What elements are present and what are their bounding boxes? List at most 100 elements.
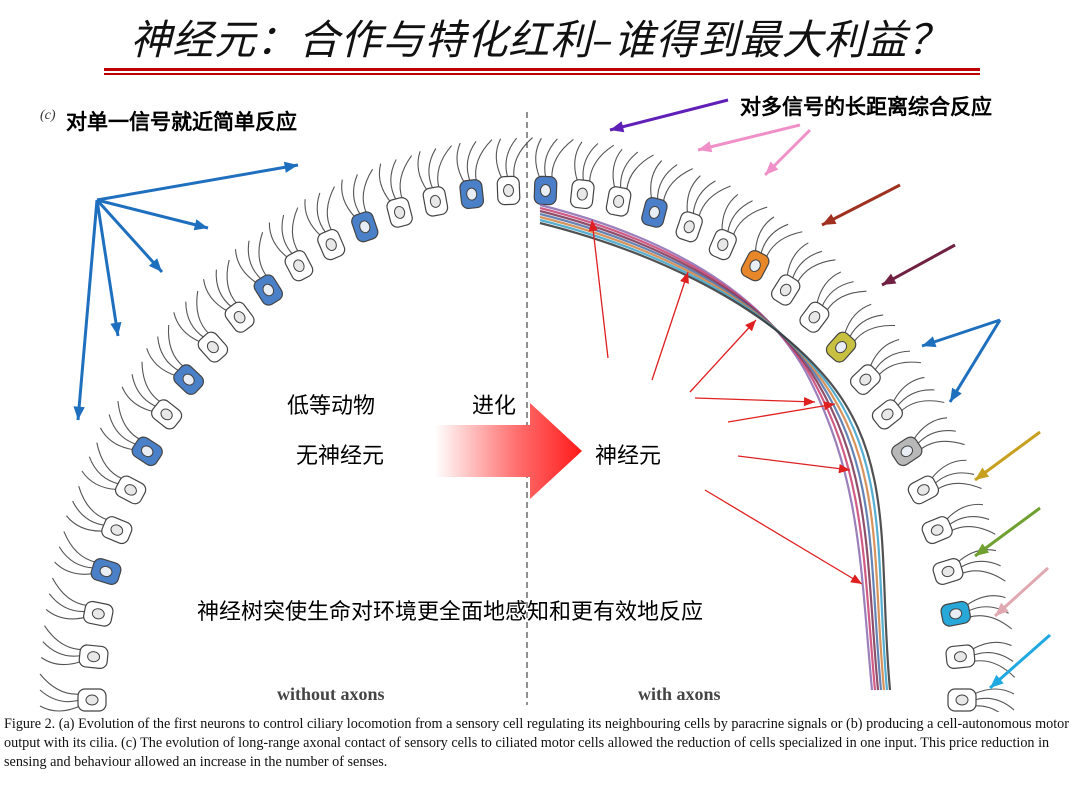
epithelial-cell [740, 216, 803, 282]
red-arrow [727, 403, 836, 423]
axon [539, 215, 886, 691]
epithelial-cell [799, 271, 867, 333]
with-axons-label: with axons [638, 684, 721, 704]
epithelial-cell [66, 486, 133, 545]
axon [539, 206, 877, 691]
blue-arrow [96, 198, 209, 230]
epithelial-cell [871, 376, 945, 430]
gold-arrow-head [975, 467, 990, 480]
epithelial-cell [921, 503, 996, 545]
epithelial-cell [907, 459, 982, 505]
axon [539, 209, 880, 691]
red-arrow-head [803, 397, 815, 407]
epithelial-cell [945, 641, 1016, 678]
axon-bundle [539, 203, 892, 691]
title-underline [104, 68, 980, 71]
epithelial-cell [708, 194, 768, 261]
epithelial-cell [940, 595, 1013, 630]
epithelial-cell [825, 303, 896, 363]
figure-caption: Figure 2. (a) Evolution of the first neu… [4, 716, 1069, 770]
brown-arrow-head [822, 213, 837, 225]
summary-label: 神经树突使生命对环境更全面地感知和更有效地反应 [197, 600, 704, 625]
epithelial-cell [533, 138, 574, 206]
evolution-label: 进化 [472, 394, 517, 419]
light-pink-arrow-head [995, 602, 1009, 616]
epithelial-cell [932, 549, 1006, 585]
epithelial-cell [39, 673, 107, 712]
title-underline-thin [104, 73, 980, 75]
cyan-arrow-head [990, 674, 1004, 688]
purple-arrow-head [610, 121, 625, 133]
epithelial-cell [121, 361, 183, 430]
red-arrow [651, 271, 689, 381]
red-arrow-head [745, 320, 756, 332]
epithelial-cell [495, 137, 533, 206]
blue-arrow-head [922, 336, 937, 348]
axon [539, 203, 874, 691]
red-arrow-head [850, 574, 862, 584]
axon [539, 218, 889, 691]
epithelial-cell [173, 290, 229, 363]
epithelial-cell [641, 160, 693, 228]
blue-arrow [948, 319, 1002, 403]
red-arrow [704, 489, 863, 585]
blue-arrow-head [73, 406, 85, 420]
axon [539, 221, 892, 691]
blue-arrow [76, 199, 99, 421]
neurons-label: 神经元 [595, 444, 662, 469]
panel-letter: (c) [40, 108, 56, 123]
epithelial-cell [569, 141, 615, 210]
maroon-arrow [881, 243, 956, 287]
evolution-arrow [435, 403, 582, 499]
blue-arrow [921, 318, 1001, 348]
left-heading: 对单一信号就近简单反应 [66, 110, 297, 134]
blue-arrow [95, 199, 120, 337]
blue-arrow [95, 198, 164, 274]
epithelial-cell [45, 577, 114, 627]
epithelial-cell [770, 242, 836, 306]
page-title: 神经元：合作与特化红利–谁得到最大利益？ [130, 16, 950, 64]
axon [539, 212, 883, 691]
pink-arrow [697, 123, 801, 152]
red-arrow [694, 397, 816, 403]
red-arrow-head [680, 272, 689, 284]
epithelial-cell [304, 186, 346, 261]
blue-arrow-head [193, 219, 208, 231]
without-axons-label: without axons [277, 684, 385, 704]
red-arrow [591, 219, 609, 359]
blue-arrow-head [110, 321, 122, 336]
epithelial-cell [456, 139, 493, 210]
epithelial-cell [81, 442, 147, 505]
blue-arrow-head [283, 161, 298, 173]
neuron-evolution-diagram [39, 98, 1051, 712]
green-arrow [974, 506, 1041, 558]
purple-arrow [609, 98, 729, 132]
epithelial-cell [378, 155, 413, 228]
epithelial-cell [203, 259, 255, 333]
epithelial-cell [234, 231, 284, 306]
red-arrow-head [838, 464, 850, 474]
maroon-arrow-head [882, 273, 897, 285]
epithelial-cell [891, 417, 965, 467]
epithelial-cell [849, 338, 922, 395]
epithelial-cell-arch [39, 137, 1016, 712]
epithelial-cell [341, 168, 379, 243]
epithelial-cell [947, 688, 1015, 712]
epithelial-cell [40, 625, 109, 669]
red-arrow-head [588, 220, 598, 232]
blue-arrow-head [148, 258, 162, 272]
blue-arrow-head [950, 387, 962, 402]
red-arrow [689, 319, 757, 393]
pink-arrow-head [698, 141, 713, 153]
epithelial-cell [146, 324, 205, 395]
brown-arrow [821, 183, 901, 227]
epithelial-cell [605, 148, 654, 217]
pointer-arrows [73, 98, 1051, 690]
no-neurons-label: 无神经元 [296, 444, 385, 469]
epithelial-cell [417, 145, 453, 217]
green-arrow-head [975, 543, 990, 556]
red-arrow-head [823, 401, 835, 411]
epithelial-cell [99, 401, 163, 467]
red-arrow [737, 455, 851, 471]
right-heading: 对多信号的长距离综合反应 [740, 95, 992, 119]
